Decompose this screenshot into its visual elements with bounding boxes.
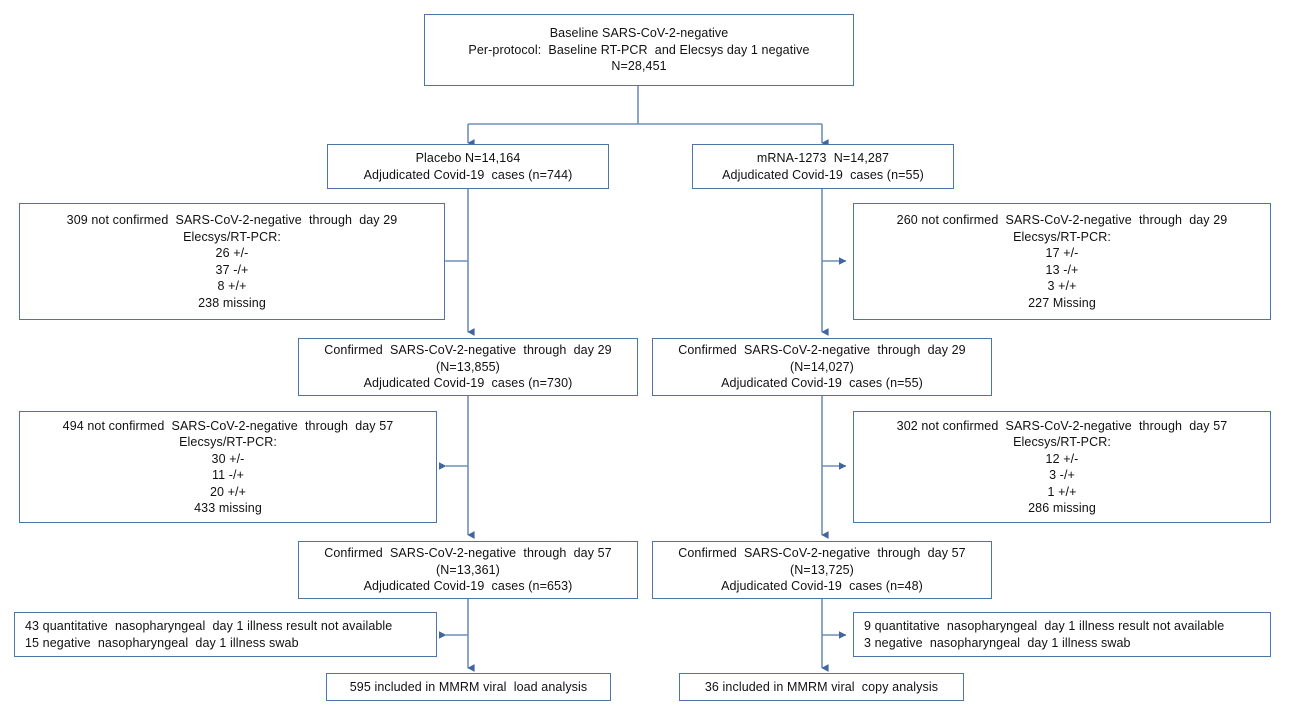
node-vaccine-confirmed-day57-line-1: Confirmed SARS-CoV-2-negative through da… [678,546,966,561]
node-vaccine-arm: mRNA-1273 N=14,287 Adjudicated Covid-19 … [692,144,954,189]
node-vaccine-exclusion-swab-line-2: 3 negative nasopharyngeal day 1 illness … [864,635,1131,650]
node-vaccine-confirmed-day29-line-3: Adjudicated Covid-19 cases (n=55) [721,376,923,391]
node-placebo-exclusion-day29-line-6: 238 missing [198,295,266,310]
node-vaccine-exclusion-day57-line-3: 12 +/- [1045,451,1079,466]
node-baseline: Baseline SARS-CoV-2-negative Per-protoco… [424,14,854,86]
node-placebo-confirmed-day29: Confirmed SARS-CoV-2-negative through da… [298,338,638,396]
node-placebo-exclusion-day29-line-1: 309 not confirmed SARS-CoV-2-negative th… [66,213,398,227]
node-vaccine-exclusion-day57-line-2: Elecsys/RT-PCR: [1013,435,1111,449]
node-placebo-exclusion-swab-line-2: 15 negative nasopharyngeal day 1 illness… [25,635,299,650]
node-vaccine-confirmed-day57-line-3: Adjudicated Covid-19 cases (n=48) [721,579,923,594]
node-placebo-exclusion-day29-line-2: Elecsys/RT-PCR: [183,229,281,244]
node-placebo-exclusion-day29: 309 not confirmed SARS-CoV-2-negative th… [19,203,445,320]
node-vaccine-final-analysis-line-1: 36 included in MMRM viral copy analysis [704,679,939,694]
node-baseline-line-2: Per-protocol: Baseline RT-PCR and Elecsy… [468,42,810,57]
node-placebo-confirmed-day29-line-2: (N=13,855) [436,359,500,374]
node-placebo-arm-line-2: Adjudicated Covid-19 cases (n=744) [363,167,573,182]
node-placebo-exclusion-day57-line-6: 433 missing [194,501,262,515]
node-vaccine-confirmed-day29-line-2: (N=14,027) [790,359,854,374]
node-placebo-exclusion-swab: 43 quantitative nasopharyngeal day 1 ill… [14,612,437,657]
node-vaccine-exclusion-day57-line-5: 1 +/+ [1047,484,1077,499]
node-placebo-exclusion-day57-line-4: 11 -/+ [212,468,244,482]
node-vaccine-exclusion-day29-line-5: 3 +/+ [1047,279,1077,293]
node-placebo-exclusion-day29-line-3: 26 +/- [215,246,249,260]
node-baseline-line-3: N=28,451 [611,59,667,74]
node-placebo-exclusion-day57-line-5: 20 +/+ [209,484,247,499]
node-vaccine-exclusion-day29-line-3: 17 +/- [1045,246,1079,260]
node-baseline-line-1: Baseline SARS-CoV-2-negative [549,26,729,41]
node-vaccine-exclusion-day57-line-1: 302 not confirmed SARS-CoV-2-negative th… [896,418,1228,433]
node-vaccine-confirmed-day57-line-2: (N=13,725) [790,562,854,577]
node-vaccine-exclusion-swab: 9 quantitative nasopharyngeal day 1 illn… [853,612,1271,657]
node-vaccine-exclusion-day29-line-4: 13 -/+ [1045,262,1079,277]
node-vaccine-exclusion-day29-line-6: 227 Missing [1028,295,1096,310]
node-placebo-exclusion-day29-line-4: 37 -/+ [215,262,249,277]
node-placebo-exclusion-swab-line-1: 43 quantitative nasopharyngeal day 1 ill… [25,619,393,633]
node-vaccine-confirmed-day29: Confirmed SARS-CoV-2-negative through da… [652,338,992,396]
node-vaccine-confirmed-day57: Confirmed SARS-CoV-2-negative through da… [652,541,992,599]
node-placebo-arm-line-1: Placebo N=14,164 [415,151,521,165]
node-placebo-exclusion-day57-line-2: Elecsys/RT-PCR: [179,435,277,449]
node-vaccine-exclusion-day29-line-1: 260 not confirmed SARS-CoV-2-negative th… [896,213,1228,227]
node-vaccine-exclusion-swab-line-1: 9 quantitative nasopharyngeal day 1 illn… [864,619,1225,633]
node-placebo-exclusion-day57: 494 not confirmed SARS-CoV-2-negative th… [19,411,437,523]
node-placebo-confirmed-day57-line-3: Adjudicated Covid-19 cases (n=653) [363,579,573,594]
node-placebo-arm: Placebo N=14,164 Adjudicated Covid-19 ca… [327,144,609,189]
node-placebo-final-analysis-line-1: 595 included in MMRM viral load analysis [349,679,588,694]
node-vaccine-exclusion-day57: 302 not confirmed SARS-CoV-2-negative th… [853,411,1271,523]
node-placebo-confirmed-day57-line-2: (N=13,361) [436,562,500,577]
node-vaccine-exclusion-day29-line-2: Elecsys/RT-PCR: [1013,229,1111,244]
node-placebo-confirmed-day29-line-3: Adjudicated Covid-19 cases (n=730) [363,376,573,391]
node-placebo-exclusion-day57-line-1: 494 not confirmed SARS-CoV-2-negative th… [62,418,394,433]
node-placebo-exclusion-day29-line-5: 8 +/+ [217,279,247,293]
node-placebo-confirmed-day57: Confirmed SARS-CoV-2-negative through da… [298,541,638,599]
node-vaccine-arm-line-2: Adjudicated Covid-19 cases (n=55) [722,167,924,182]
node-placebo-confirmed-day57-line-1: Confirmed SARS-CoV-2-negative through da… [324,546,612,561]
node-vaccine-final-analysis: 36 included in MMRM viral copy analysis [679,673,964,701]
node-placebo-final-analysis: 595 included in MMRM viral load analysis [326,673,611,701]
node-vaccine-confirmed-day29-line-1: Confirmed SARS-CoV-2-negative through da… [678,343,966,358]
node-vaccine-arm-line-1: mRNA-1273 N=14,287 [756,151,890,165]
node-placebo-exclusion-day57-line-3: 30 +/- [211,451,245,466]
node-vaccine-exclusion-day29: 260 not confirmed SARS-CoV-2-negative th… [853,203,1271,320]
node-vaccine-exclusion-day57-line-6: 286 missing [1028,501,1096,515]
node-vaccine-exclusion-day57-line-4: 3 -/+ [1049,468,1075,482]
node-placebo-confirmed-day29-line-1: Confirmed SARS-CoV-2-negative through da… [324,343,612,358]
